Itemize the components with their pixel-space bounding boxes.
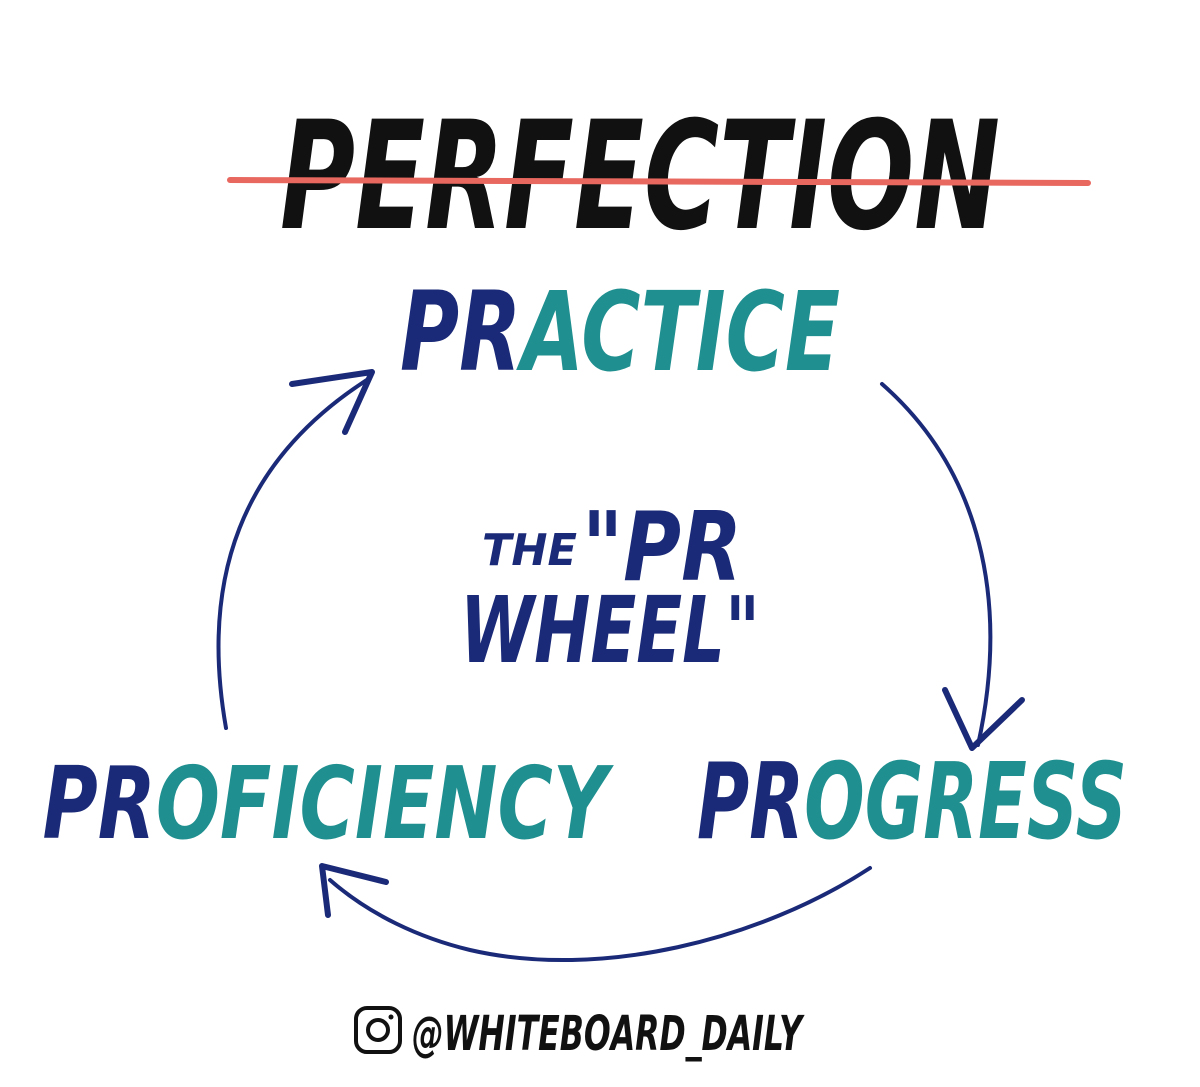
arrow-proficiency-to-practice — [216, 376, 372, 730]
instagram-icon — [354, 1006, 402, 1054]
arrow-practice-to-progress — [880, 382, 993, 747]
node-progress: PROGRESS — [697, 741, 1127, 863]
arrowhead-practice — [289, 369, 375, 435]
center-pr: "PR — [582, 493, 742, 603]
node-progress-prefix: PR — [697, 741, 804, 863]
node-proficiency-prefix: PR — [43, 745, 156, 862]
crossed-out-title: PERFECTION — [227, 90, 1091, 264]
arrow-progress-to-proficiency — [328, 866, 872, 963]
footer: @WHITEBOARD_DAILY — [354, 1006, 805, 1062]
node-practice-prefix: PR — [400, 268, 521, 396]
node-proficiency-rest: OFICIENCY — [156, 745, 614, 862]
node-practice: PRACTICE — [400, 268, 840, 396]
node-proficiency: PROFICIENCY — [43, 745, 614, 862]
center-label: THE "PR WHEEL" — [460, 493, 760, 684]
center-wheel: WHEEL" — [460, 577, 760, 684]
node-practice-rest: ACTICE — [515, 268, 840, 396]
arrowhead-proficiency — [319, 863, 389, 918]
title-perfection: PERFECTION — [280, 90, 1000, 264]
node-progress-rest: OGRESS — [804, 741, 1127, 863]
center-the: THE — [482, 525, 577, 576]
strikethrough-line — [227, 177, 1091, 186]
cycle-arrows — [216, 369, 1025, 963]
arrowhead-progress — [942, 687, 1025, 751]
footer-handle: @WHITEBOARD_DAILY — [412, 1006, 805, 1062]
